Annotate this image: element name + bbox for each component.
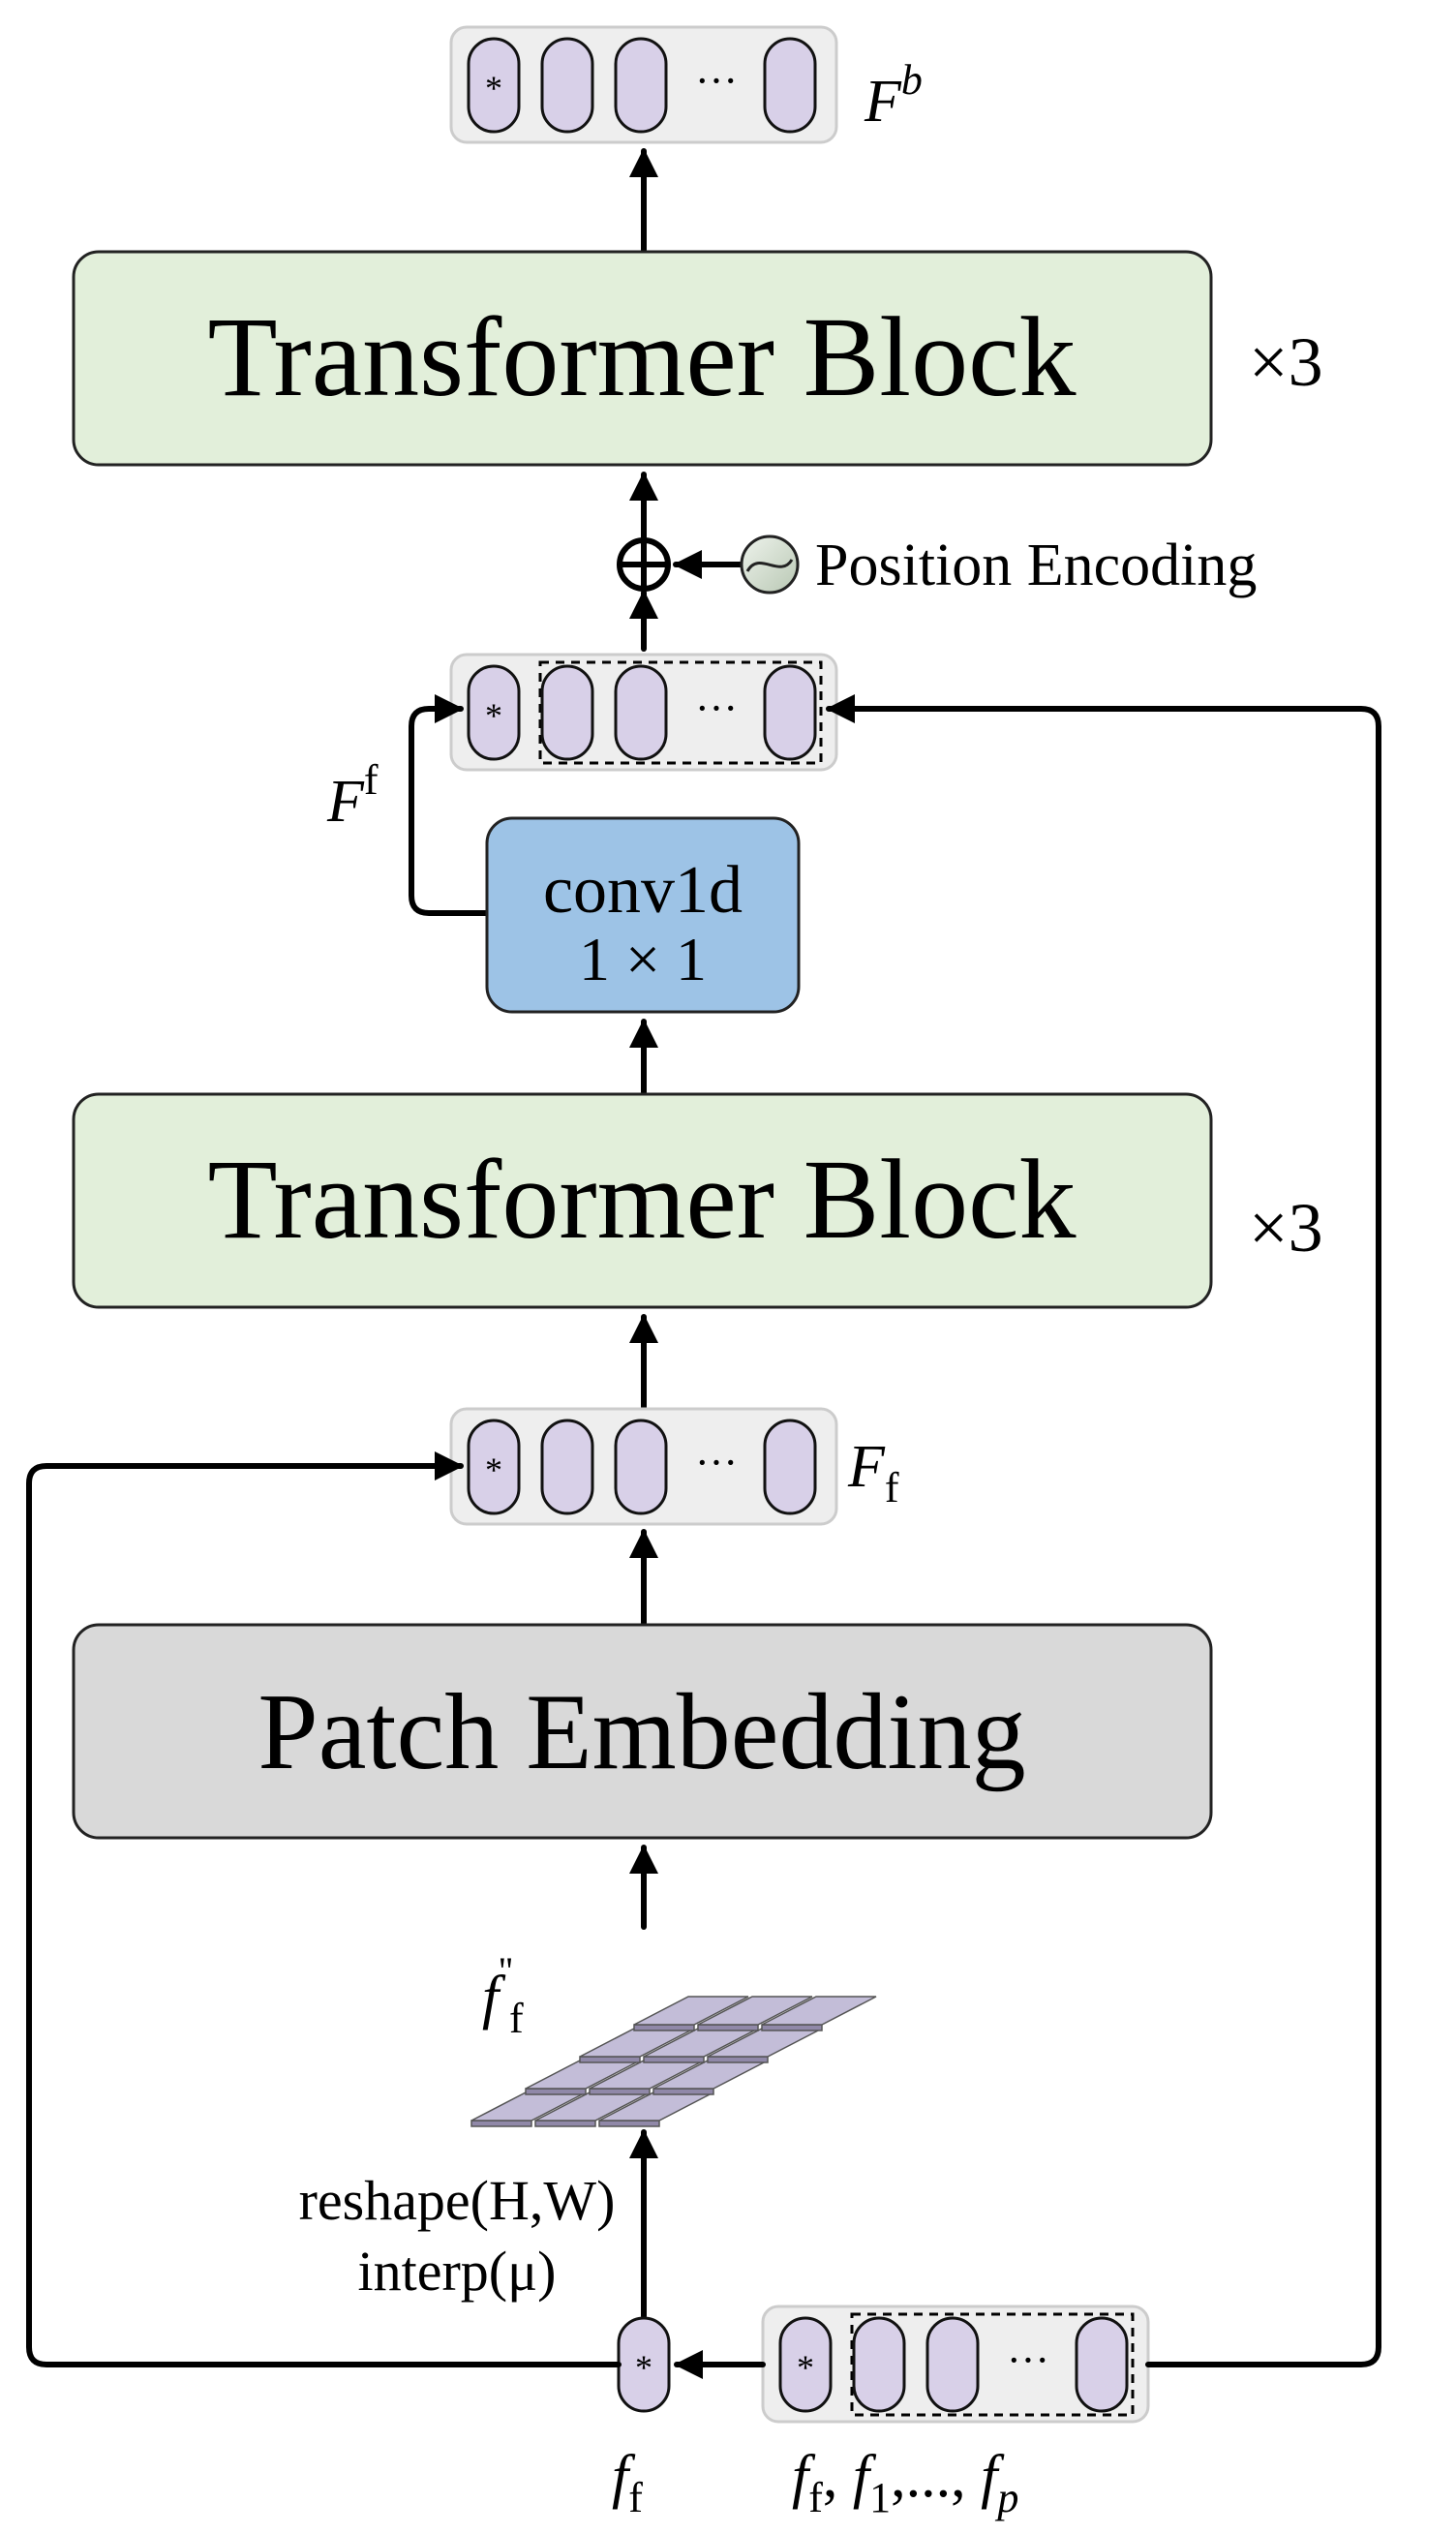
patch-cell-side: [534, 2120, 596, 2127]
patch-cell: [761, 1996, 877, 2026]
token: [925, 2316, 980, 2413]
token: [540, 37, 594, 134]
token-marker: *: [485, 696, 502, 735]
patch-cell-side: [652, 2088, 714, 2095]
token: [614, 664, 668, 761]
patch-cell-side: [470, 2120, 532, 2127]
reshape-label: reshape(H,W): [299, 2169, 616, 2232]
transformer-block-bottom-label: Transformer Block: [208, 1136, 1077, 1263]
token: [1075, 2316, 1129, 2413]
token: [614, 1419, 668, 1515]
ellipsis: ···: [1007, 2336, 1049, 2384]
patch-cell-side: [643, 2056, 705, 2063]
token: [852, 2316, 906, 2413]
ellipsis: ···: [695, 685, 738, 732]
label-F-b: Fb: [864, 56, 923, 135]
patch-cell: [697, 1996, 813, 2026]
token-cls: [467, 1419, 521, 1515]
token-cls: [778, 2316, 833, 2413]
patch-cell-side: [633, 2024, 695, 2031]
token-marker: *: [485, 69, 502, 107]
ellipsis: ···: [695, 57, 738, 105]
token-group-fused: * ···: [449, 653, 838, 772]
transformer-block-bottom: Transformer Block: [72, 1092, 1213, 1309]
patch-cell-side: [761, 2024, 823, 2031]
patch-embedding-block: Patch Embedding: [72, 1623, 1213, 1840]
repeat-count-top: ×3: [1249, 323, 1323, 401]
token-group-input: * ···: [761, 2305, 1150, 2424]
label-F-sup-f: Ff: [326, 756, 379, 835]
patch-cell-side: [707, 2056, 769, 2063]
token: [614, 37, 668, 134]
token: [540, 1419, 594, 1515]
arrow-skip-right: [826, 694, 1381, 2367]
add-operator-icon: [617, 537, 671, 592]
label-F-sub-f: Ff: [847, 1434, 899, 1511]
patch-cell: [633, 1996, 749, 2026]
token-cls: [467, 664, 521, 761]
label-input-sequence: ff, f1,..., fp: [792, 2444, 1018, 2521]
patch-cell-side: [697, 2024, 759, 2031]
transformer-block-top-label: Transformer Block: [208, 293, 1077, 420]
label-f-f: ff: [612, 2444, 643, 2521]
arrow-conv-to-token: [409, 694, 490, 916]
repeat-count-bottom: ×3: [1249, 1189, 1323, 1267]
token-cls: [467, 37, 521, 134]
token: [763, 664, 817, 761]
conv1d-label: conv1d: [543, 853, 743, 928]
conv1d-kernel-label: 1 × 1: [579, 925, 707, 993]
position-encoding-icon: [740, 534, 800, 595]
arrow-skip-left: [26, 1451, 622, 2367]
transformer-block-top: Transformer Block: [72, 250, 1213, 467]
dashed-token-box: [850, 2312, 1135, 2417]
conv1d-block: conv1d 1 × 1: [485, 816, 801, 1014]
patch-embedding-label: Patch Embedding: [258, 1672, 1025, 1792]
token-group-output: * ···: [449, 25, 838, 144]
position-encoding-label: Position Encoding: [815, 533, 1257, 598]
patch-cell-side: [589, 2088, 651, 2095]
token-marker: *: [797, 2348, 814, 2387]
patch-cell-side: [579, 2056, 641, 2063]
patch-cell-side: [525, 2088, 587, 2095]
interp-label: interp(μ): [357, 2240, 556, 2303]
label-f-f-reshaped: f''f: [482, 1949, 524, 2042]
token-single: *: [617, 2316, 671, 2413]
token: [763, 37, 817, 134]
patch-grid-icon: [470, 1996, 877, 2127]
token-marker: *: [635, 2348, 652, 2387]
patch-cell-side: [598, 2120, 660, 2127]
ellipsis: ···: [695, 1439, 738, 1486]
token-group-patch: * ···: [449, 1407, 838, 1526]
dashed-token-box: [538, 660, 823, 765]
token-marker: *: [485, 1450, 502, 1489]
token: [540, 664, 594, 761]
token: [763, 1419, 817, 1515]
